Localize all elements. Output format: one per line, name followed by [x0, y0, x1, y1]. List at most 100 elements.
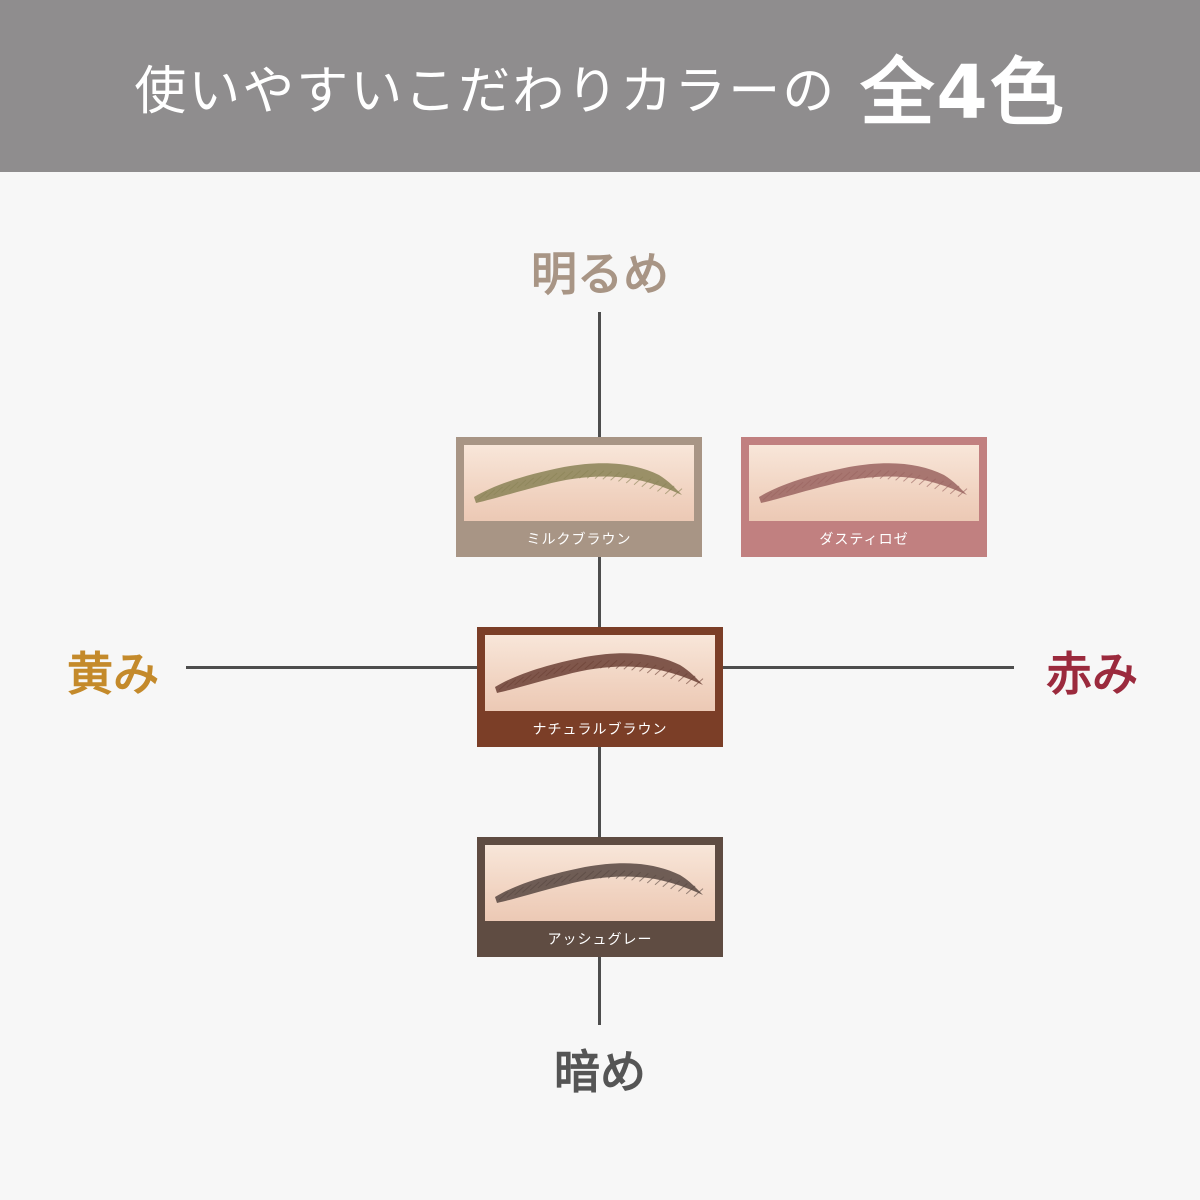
- eyebrow-hair: [770, 489, 781, 498]
- eyebrow-shape: [474, 463, 683, 503]
- axis-label-reddish: 赤み: [1046, 647, 1138, 701]
- eyebrow-body: [474, 463, 682, 503]
- eyebrow-hair: [801, 479, 812, 489]
- eyebrow-hair: [625, 474, 636, 484]
- eyebrow-hair: [537, 669, 548, 679]
- eyebrow-hair: [693, 678, 704, 687]
- eyebrow-hair: [649, 480, 659, 490]
- vertical-axis-line: [598, 557, 601, 627]
- eyebrow-hair: [657, 482, 667, 492]
- eyebrow-hair: [856, 470, 866, 479]
- eyebrow-hair: [633, 476, 644, 486]
- eyebrow-hair: [615, 870, 626, 879]
- eyebrow-hair: [553, 665, 563, 675]
- eyebrow-hair: [545, 667, 556, 677]
- eyebrow-hair: [685, 675, 696, 685]
- eyebrow-hair: [762, 491, 773, 501]
- eyebrow-hair: [532, 475, 542, 485]
- eyebrow-hair: [662, 878, 673, 888]
- eyebrow-hair: [568, 662, 579, 672]
- eyebrow-hair: [498, 681, 509, 691]
- color-card-label: ダスティロゼ: [819, 532, 909, 548]
- eyebrow-hair: [942, 482, 952, 492]
- eyebrow-hair: [646, 874, 657, 884]
- eyebrow-hair: [607, 869, 618, 879]
- eyebrow-hair: [584, 870, 595, 880]
- eyebrow-hair: [584, 660, 595, 670]
- eyebrow-hair: [949, 485, 960, 495]
- eyebrow-hair: [934, 480, 944, 490]
- eyebrow-hair: [670, 880, 680, 890]
- eyebrow-hair: [602, 470, 613, 480]
- eyebrow-hair: [592, 660, 602, 669]
- eyebrow-hair: [508, 481, 519, 491]
- eyebrow-hair: [825, 474, 835, 483]
- eyebrow-hair: [610, 471, 620, 481]
- eyebrow-hair: [864, 469, 874, 479]
- eyebrow-hair: [524, 477, 535, 487]
- header-title: 使いやすいこだわりカラーの: [134, 61, 837, 122]
- eyebrow-hair: [545, 877, 556, 887]
- eyebrow-hair: [654, 666, 665, 676]
- eyebrow-hair: [672, 488, 683, 497]
- color-card-ash-gray: アッシュグレー: [477, 837, 723, 957]
- eyebrow-hair: [910, 474, 921, 484]
- eyebrow-shape: [759, 463, 968, 503]
- eyebrow-hair: [516, 479, 527, 489]
- eyebrow-hair: [579, 469, 589, 479]
- eyebrow-hair: [670, 670, 680, 680]
- eyebrow-hair: [506, 889, 517, 898]
- eyebrow-hair: [522, 884, 532, 893]
- axis-label-bright: 明るめ: [531, 247, 669, 301]
- vertical-axis-line: [598, 312, 601, 438]
- eyebrow-hair: [678, 672, 688, 682]
- eyebrow-hair: [576, 661, 587, 671]
- eyebrow-hair: [809, 477, 820, 487]
- eyebrow-hair: [793, 481, 804, 491]
- eyebrow-hair: [631, 661, 641, 671]
- color-card-milk-brown: ミルクブラウン: [456, 437, 702, 557]
- eyebrow-hair: [576, 871, 587, 881]
- eyebrow-hair: [553, 875, 563, 885]
- vertical-axis-line: [598, 957, 601, 1025]
- eyebrow-hair: [563, 470, 574, 480]
- eyebrow-hair: [926, 478, 937, 488]
- eyebrow-hair: [678, 882, 688, 892]
- eyebrow-hair: [817, 475, 827, 485]
- horizontal-axis-line: [186, 666, 478, 669]
- vertical-axis-line: [598, 746, 601, 838]
- eyebrow-hair: [832, 472, 843, 482]
- eyebrow-hair: [485, 489, 496, 498]
- eyebrow-hair: [477, 491, 488, 501]
- eyebrow-hair: [615, 660, 626, 669]
- eyebrow-swatch-image: [485, 635, 715, 711]
- eyebrow-hair: [639, 663, 649, 672]
- eyebrow-hair: [568, 872, 579, 882]
- eyebrow-swatch-image: [464, 445, 694, 521]
- eyebrow-hair: [662, 668, 673, 678]
- eyebrow-hair: [786, 484, 796, 493]
- eyebrow-hair: [957, 488, 968, 497]
- eyebrow-body: [495, 863, 703, 903]
- eyebrow-swatch-image: [749, 445, 979, 521]
- eyebrow-hair: [506, 679, 517, 688]
- eyebrow-hair: [623, 660, 634, 670]
- eyebrow-hair: [693, 888, 704, 897]
- eyebrow-hair: [529, 671, 540, 681]
- color-card-label: ナチュラルブラウン: [532, 722, 668, 738]
- eyebrow-hair: [879, 470, 890, 479]
- color-card-label: ミルクブラウン: [526, 532, 632, 548]
- color-card-dusty-rose: ダスティロゼ: [741, 437, 987, 557]
- axis-label-dark: 暗め: [554, 1045, 646, 1099]
- eyebrow-hair: [514, 886, 524, 896]
- eyebrow-hair: [646, 664, 657, 674]
- eyebrow-hair: [571, 470, 581, 479]
- eyebrow-body: [759, 463, 967, 503]
- eyebrow-shape: [495, 863, 704, 903]
- eyebrow-hair: [895, 471, 905, 481]
- eyebrow-hair: [848, 470, 859, 480]
- eyebrow-hair: [641, 478, 652, 488]
- eyebrow-hair: [547, 472, 558, 482]
- horizontal-axis-line: [722, 666, 1014, 669]
- eyebrow-hair: [561, 664, 571, 673]
